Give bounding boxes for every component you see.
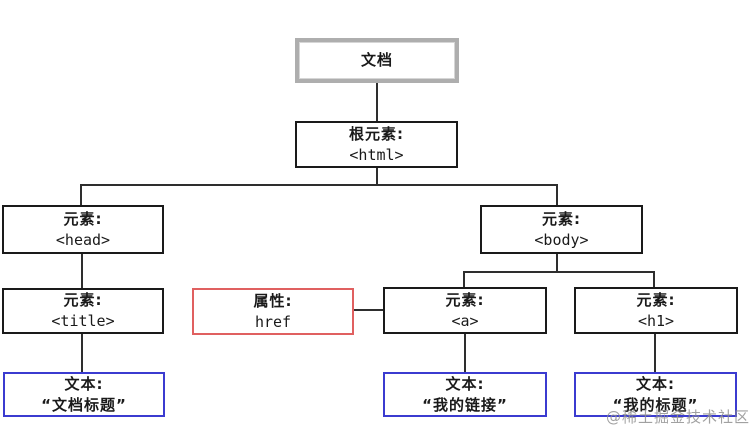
node-h1-label: 元素: xyxy=(636,290,676,309)
node-href-value: href xyxy=(254,312,292,331)
connector-a-text xyxy=(464,334,466,372)
node-element-title: 元素: <title> xyxy=(2,288,164,334)
connector-body-stub xyxy=(556,254,558,272)
node-body-tag: <body> xyxy=(534,230,589,249)
node-title-label: 元素: xyxy=(63,291,103,309)
node-root-element-html: 根元素: <html> xyxy=(295,121,458,168)
node-text-heading-value: “我的标题” xyxy=(612,395,699,414)
connector-html-children xyxy=(80,184,558,186)
connector-drop-a xyxy=(463,271,465,287)
node-body-label: 元素: xyxy=(542,209,581,228)
node-h1-tag: <h1> xyxy=(637,311,675,330)
connector-body-children xyxy=(463,271,655,273)
node-text-link-value: “我的链接” xyxy=(422,395,508,414)
connector-drop-head xyxy=(80,184,82,205)
node-a-tag: <a> xyxy=(451,311,479,330)
node-text-document-title: 文本: “文档标题” xyxy=(3,372,165,417)
node-text-my-heading: 文本: “我的标题” xyxy=(574,372,737,417)
watermark: @稀土掘金技术社区 xyxy=(605,408,750,426)
node-text-heading-label: 文本: xyxy=(636,374,675,393)
node-element-head: 元素: <head> xyxy=(2,205,164,254)
node-document-label: 文档 xyxy=(360,51,393,69)
node-head-tag: <head> xyxy=(55,230,111,249)
node-a-label: 元素: xyxy=(445,290,485,309)
connector-head-title xyxy=(81,254,83,288)
connector-href-a xyxy=(354,309,383,311)
connector-document-html xyxy=(376,83,378,121)
node-attribute-href: 属性: href xyxy=(192,288,354,335)
node-head-label: 元素: xyxy=(63,209,103,228)
node-element-body: 元素: <body> xyxy=(480,205,643,254)
node-element-a: 元素: <a> xyxy=(383,287,547,334)
node-href-label: 属性: xyxy=(253,291,293,310)
node-text-my-link: 文本: “我的链接” xyxy=(383,372,547,417)
node-text-doc-label: 文本: xyxy=(64,374,104,393)
node-document: 文档 xyxy=(295,38,459,83)
node-text-doc-value: “文档标题” xyxy=(41,395,127,414)
connector-title-text xyxy=(81,334,83,372)
connector-html-stub xyxy=(376,168,378,186)
node-title-tag: <title> xyxy=(51,312,115,330)
node-html-label: 根元素: xyxy=(349,124,404,143)
node-html-tag: <html> xyxy=(349,145,404,164)
node-text-link-label: 文本: xyxy=(445,374,485,393)
connector-drop-h1 xyxy=(653,271,655,287)
connector-drop-body xyxy=(556,184,558,205)
node-element-h1: 元素: <h1> xyxy=(574,287,738,334)
connector-h1-text xyxy=(654,334,656,372)
